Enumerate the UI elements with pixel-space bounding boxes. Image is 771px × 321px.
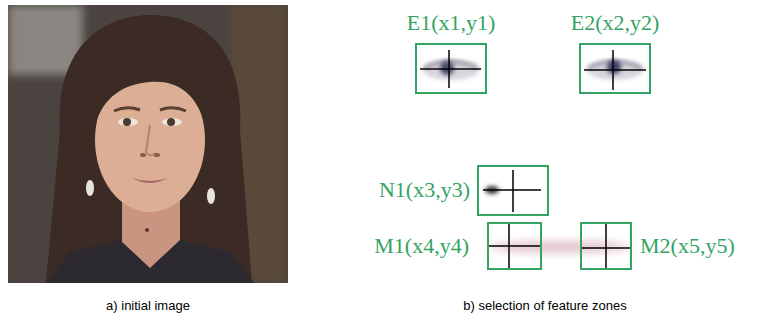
zone-label: E1(x1,y1) [407,11,496,35]
zone-box [477,165,549,216]
feature-zone: M1(x4,y4) [374,222,542,270]
nose-sample [483,170,541,212]
mouth-sample [487,222,632,270]
zone-box [487,222,542,270]
zone-label: E2(x2,y2) [571,11,660,35]
eye-sample [584,50,646,90]
panel-caption: b) selection of feature zones [463,298,626,314]
feature-zone: E1(x1,y1) [407,11,496,94]
feature-zone: E2(x2,y2) [571,11,660,94]
panel-caption: a) initial image [106,298,190,314]
zone-label: M1(x4,y4) [374,234,469,258]
portrait-photo [8,5,288,283]
zone-label: N1(x3,y3) [379,178,470,202]
zone-box [580,222,632,270]
zone-box [415,43,487,94]
eye-sample [420,50,481,88]
feature-zone: N1(x3,y3) [379,165,549,216]
zone-box [579,43,651,94]
feature-zone: M2(x5,y5) [580,222,735,270]
zone-label: M2(x5,y5) [640,234,735,258]
